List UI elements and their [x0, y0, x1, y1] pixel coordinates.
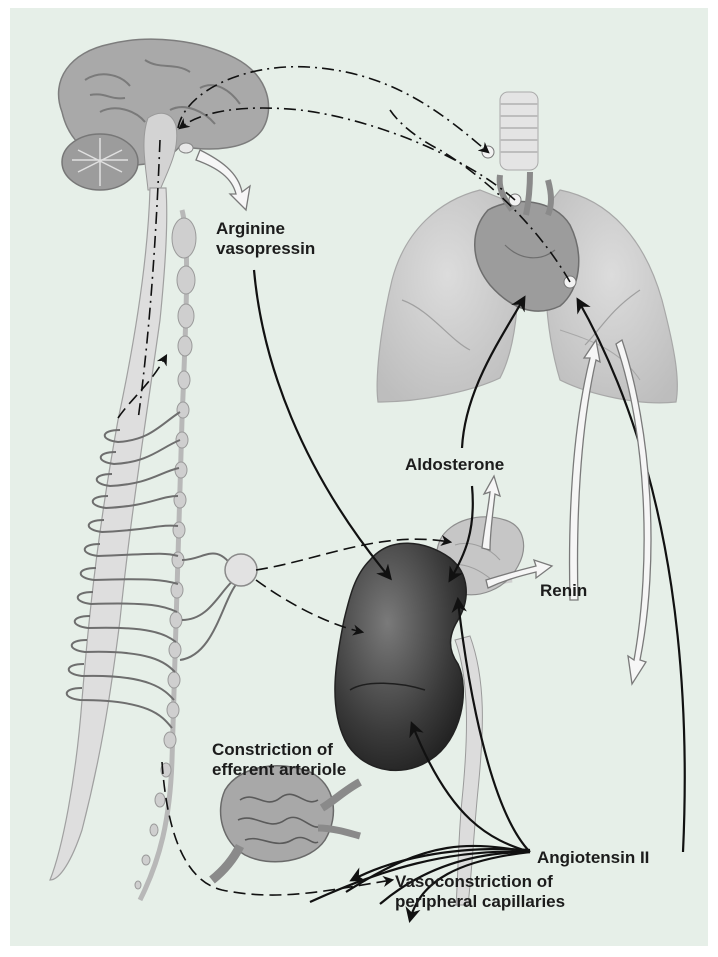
- brain-illustration: [59, 39, 269, 190]
- arginine-vasopressin-label: Arginine vasopressin: [216, 219, 315, 259]
- ganglion: [225, 554, 257, 586]
- spinal-cord: [50, 188, 167, 880]
- angiotensin-ii-label: Angiotensin II: [537, 848, 649, 868]
- constriction-efferent-arteriole-label: Constriction of efferent arteriole: [212, 740, 346, 780]
- aldosterone-label: Aldosterone: [405, 455, 504, 475]
- glomerulus-illustration: [212, 766, 360, 880]
- lungs-heart-illustration: [377, 92, 677, 403]
- vasoconstriction-peripheral-capillaries-label: Vasoconstriction of peripheral capillari…: [395, 872, 565, 912]
- renin-label: Renin: [540, 581, 587, 601]
